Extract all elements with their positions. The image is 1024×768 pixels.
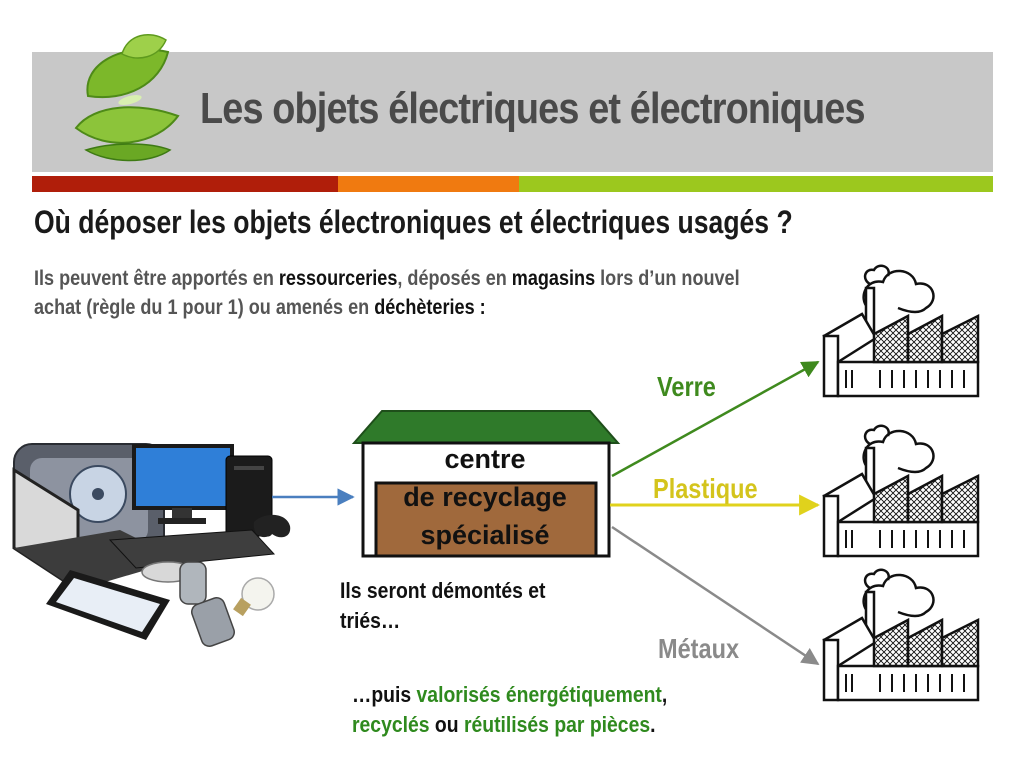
intro-ressourceries: ressourceries	[278, 267, 398, 290]
centre-label-line3: spécialisé	[420, 520, 550, 550]
intro-magasins: magasins	[511, 267, 596, 290]
header-band	[32, 52, 993, 172]
arrow-metaux	[611, 525, 820, 666]
page-title: Les objets électriques et électroniques	[200, 84, 866, 133]
recycling-centre	[351, 410, 621, 558]
outcome-text: …puis valorisés énergétiquement, recyclés…	[352, 680, 739, 740]
centre-label-line2: de recyclage	[403, 482, 567, 512]
arrow-verre	[611, 360, 820, 478]
outcome-period: .	[650, 712, 656, 737]
factory-icon	[822, 424, 980, 558]
electronic-devices-icon	[12, 443, 291, 647]
centre-label: centre de recyclage spécialisé	[380, 440, 590, 554]
intro-decheteries: déchèteries	[374, 296, 475, 319]
stripe-red	[32, 176, 338, 192]
outcome-ou: ou	[429, 712, 464, 737]
question-heading: Où déposer les objets électroniques et é…	[34, 204, 793, 240]
dismantle-text: Ils seront démontés et triés…	[340, 578, 546, 633]
outcome-prefix: …puis	[352, 682, 417, 707]
outcome-recycles: recyclés	[352, 712, 430, 737]
leaves-logo-icon	[74, 34, 180, 162]
label-verre: Verre	[657, 371, 716, 402]
stripe-green	[519, 176, 993, 192]
centre-label-line1: centre	[444, 444, 526, 474]
label-plastique: Plastique	[653, 473, 758, 504]
stripe-orange	[338, 176, 519, 192]
factory-icon	[822, 264, 980, 398]
outcome-comma: ,	[661, 682, 668, 707]
factory-icon	[822, 568, 980, 702]
outcome-reutilises: réutilisés par pièces	[463, 712, 651, 737]
label-metaux: Métaux	[658, 633, 740, 664]
intro-paragraph: Ils peuvent être apportés en ressourceri…	[34, 264, 782, 322]
intro-text: lors d’un nouvel achat (règle du 1 pour …	[34, 267, 740, 319]
intro-text: Ils peuvent être apportés en	[34, 267, 279, 290]
outcome-valorises: valorisés énergétiquement	[416, 682, 662, 707]
intro-text: , déposés en	[397, 267, 512, 290]
intro-text: :	[474, 296, 486, 319]
